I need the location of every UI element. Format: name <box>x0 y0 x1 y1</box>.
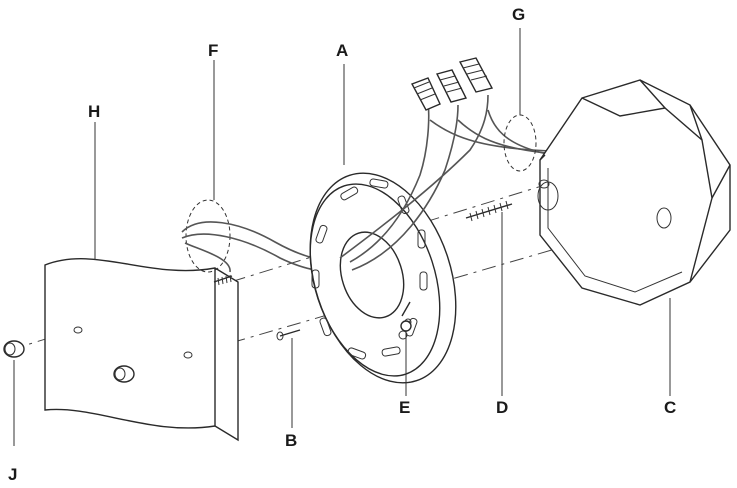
canopy-plate-h <box>44 258 239 442</box>
label-g: G <box>512 5 526 24</box>
label-j: J <box>8 465 18 484</box>
label-h: H <box>88 102 101 121</box>
small-screws <box>276 301 412 341</box>
label-d: D <box>496 398 509 417</box>
label-a: A <box>336 41 349 60</box>
label-c: C <box>664 398 677 417</box>
leader-lines <box>13 28 671 446</box>
wire-nuts <box>411 57 494 111</box>
outlet-box-c <box>537 79 731 306</box>
finial-nuts-j <box>3 340 135 383</box>
plate-screw <box>213 274 233 286</box>
label-b: B <box>285 431 298 450</box>
label-f: F <box>208 41 219 60</box>
mounting-ring-a <box>309 172 457 384</box>
label-e: E <box>399 398 411 417</box>
wire-loop-g <box>503 114 537 172</box>
